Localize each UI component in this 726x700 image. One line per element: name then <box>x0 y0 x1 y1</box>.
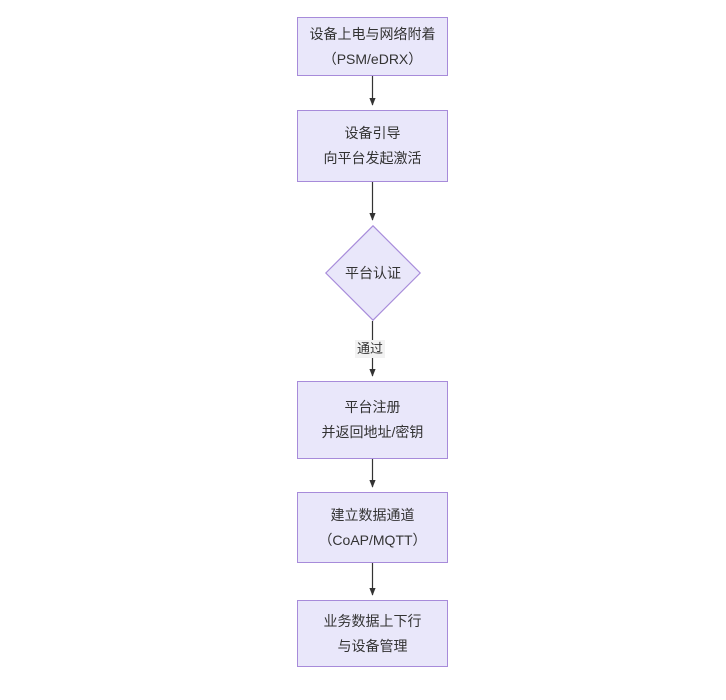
flow-node-business-data-line-1: 业务数据上下行 <box>323 612 422 629</box>
flow-node-bootstrap-line-2: 向平台发起激活 <box>323 150 422 166</box>
flow-node-platform-register-line-1: 平台注册 <box>344 399 401 415</box>
flow-node-bootstrap[interactable]: 设备引导 向平台发起激活 <box>297 110 448 182</box>
flow-node-platform-auth[interactable]: 平台认证 <box>325 225 421 321</box>
flow-node-data-channel-line-2: （CoAP/MQTT） <box>318 531 427 548</box>
flow-node-platform-auth-label: 平台认证 <box>345 264 401 281</box>
flow-node-platform-register-line-2: 并返回地址/密钥 <box>321 424 424 440</box>
flow-node-business-data-line-2: 与设备管理 <box>337 637 408 654</box>
flow-node-data-channel[interactable]: 建立数据通道 （CoAP/MQTT） <box>297 492 448 563</box>
flow-node-power-on-line-1: 设备上电与网络附着 <box>309 25 436 42</box>
flow-node-bootstrap-line-1: 设备引导 <box>344 125 401 141</box>
flow-node-platform-register[interactable]: 平台注册 并返回地址/密钥 <box>297 381 448 459</box>
edge-label-pass: 通过 <box>355 340 386 358</box>
flow-node-power-on[interactable]: 设备上电与网络附着 （PSM/eDRX） <box>297 17 448 76</box>
flow-node-power-on-line-2: （PSM/eDRX） <box>322 50 423 67</box>
flow-node-business-data[interactable]: 业务数据上下行 与设备管理 <box>297 600 448 667</box>
diamond-shape <box>325 225 421 321</box>
flow-node-data-channel-line-1: 建立数据通道 <box>330 506 415 523</box>
